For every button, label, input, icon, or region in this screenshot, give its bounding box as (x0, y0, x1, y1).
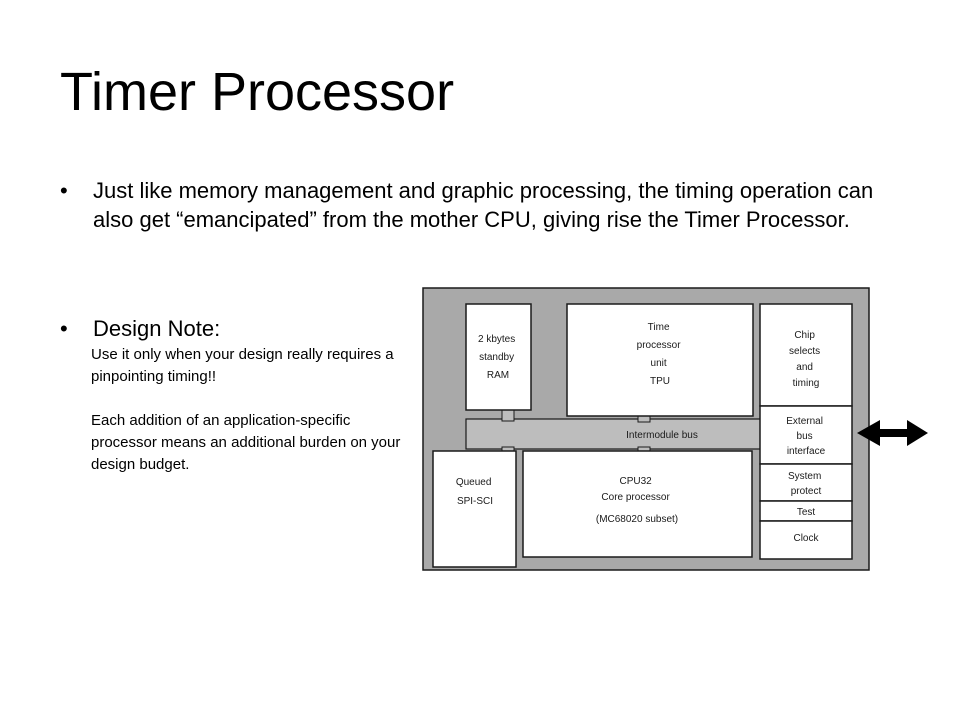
design-note-bullet: • Design Note: Use it only when your des… (60, 316, 410, 476)
design-note-heading: Design Note: (93, 316, 221, 341)
main-bullet-text: Just like memory management and graphic … (93, 178, 874, 232)
mc68332-block-diagram: 2 kbytes standby RAM Time processor unit… (422, 287, 928, 571)
bullet-dot: • (60, 316, 68, 341)
design-note-line-1: Use it only when your design really requ… (91, 346, 394, 385)
main-bullet: • Just like memory management and graphi… (60, 176, 890, 234)
intermodule-bus (465, 418, 763, 450)
external-bus-label: External bus interface (786, 416, 825, 457)
slide-title: Timer Processor (60, 62, 455, 122)
tpu-block (566, 303, 754, 417)
design-note-body: Use it only when your design really requ… (60, 344, 410, 476)
clock-label: Clock (793, 533, 819, 544)
system-protect-label: System protect (788, 471, 824, 497)
clock-block (759, 520, 853, 560)
intermodule-bus-label: Intermodule bus (626, 430, 698, 441)
bus-connector (637, 415, 651, 423)
system-protect-block (759, 463, 853, 502)
queued-spi-label: Queued SPI-SCI (456, 477, 494, 507)
chip-select-block (759, 303, 853, 407)
queued-spi-block (432, 450, 517, 568)
design-note-line-2: Each addition of an application-specific… (91, 412, 401, 473)
cpu-block (522, 450, 753, 558)
chip-select-label: Chip selects and timing (789, 330, 823, 389)
bullet-dot: • (60, 178, 68, 203)
tpu-label: Time processor unit TPU (637, 322, 684, 387)
ram-label: 2 kbytes standby RAM (478, 334, 518, 381)
double-headed-arrow-icon (857, 420, 928, 446)
cpu-label: CPU32 Core processor (MC68020 subset) (596, 476, 678, 525)
bus-connector (501, 409, 515, 422)
test-label: Test (797, 507, 816, 518)
ram-block (465, 303, 532, 411)
